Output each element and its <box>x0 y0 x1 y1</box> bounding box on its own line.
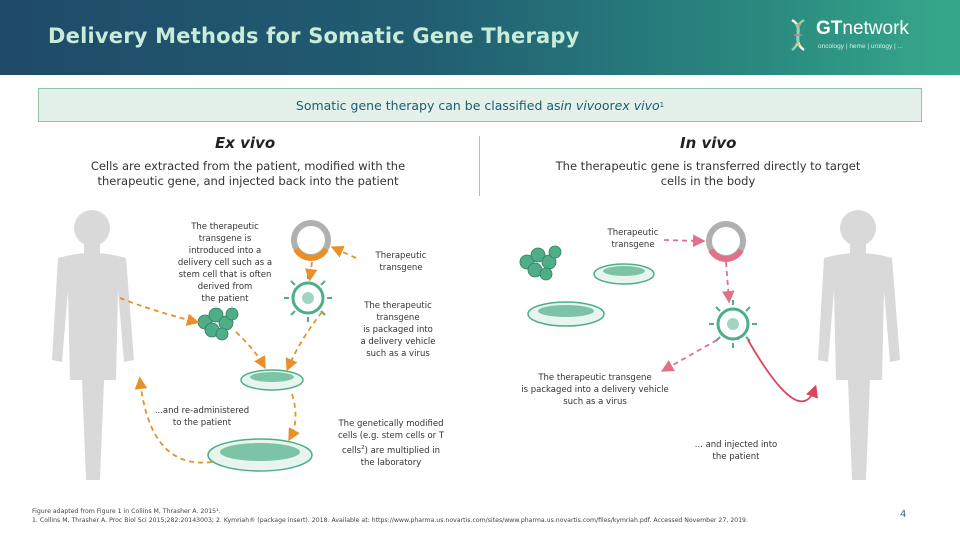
petri-dish-right-top <box>593 263 655 285</box>
label-therapeutic-transgene-right: Therapeutic transgene <box>607 228 659 250</box>
cell-cluster-right <box>519 245 562 281</box>
logo-brand-rest: network <box>842 18 909 39</box>
classification-banner: Somatic gene therapy can be classified a… <box>38 88 922 122</box>
virus-icon-right <box>709 300 757 348</box>
virus-icon-left <box>284 274 332 322</box>
page-number: 4 <box>900 509 907 520</box>
label-packaged-left: The therapeutic transgene is packaged in… <box>360 301 436 359</box>
plasmid-icon-left <box>291 220 331 261</box>
in-vivo-description: The therapeutic gene is transferred dire… <box>555 159 861 188</box>
logo-brand-bold: GT <box>816 18 843 39</box>
label-injected: ... and injected into the patient <box>694 440 778 462</box>
petri-dish-right-bottom <box>527 301 605 327</box>
banner-or: or <box>601 97 615 113</box>
logo-tagline: oncology | heme | urology | ... <box>818 43 903 50</box>
banner-in-vivo: in vivo <box>560 97 602 113</box>
footnote: Figure adapted from Figure 1 in Collins … <box>32 508 748 524</box>
petri-dish-left <box>240 369 304 391</box>
banner-ex-vivo: ex vivo <box>614 97 660 113</box>
ex-vivo-arrows <box>119 245 357 464</box>
dna-icon <box>791 18 805 51</box>
plasmid-icon-right <box>706 221 746 262</box>
patient-silhouette-left <box>52 210 134 480</box>
header-bar: Delivery Methods for Somatic Gene Therap… <box>0 0 960 75</box>
label-transgene-introduced: The therapeutic transgene is introduced … <box>177 222 273 304</box>
banner-text: Somatic gene therapy can be classified a… <box>295 97 561 113</box>
ex-vivo-description: Cells are extracted from the patient, mo… <box>90 159 406 188</box>
gtnetwork-logo: GTnetwork oncology | heme | urology | ..… <box>786 16 936 60</box>
column-divider <box>479 136 480 196</box>
label-cells-multiplied: The genetically modified cells (e.g. ste… <box>337 419 445 468</box>
culture-tray-left <box>207 438 313 472</box>
label-therapeutic-transgene-left: Therapeutic transgene <box>375 251 427 273</box>
cell-cluster-left <box>197 307 239 341</box>
label-readministered: ...and re-administered to the patient <box>154 406 250 428</box>
in-vivo-arrows <box>660 234 818 403</box>
label-packaged-right: The therapeutic transgene is packaged in… <box>521 373 669 407</box>
patient-silhouette-right <box>818 210 900 480</box>
in-vivo-heading: In vivo <box>680 134 737 152</box>
ex-vivo-heading: Ex vivo <box>215 134 276 152</box>
page-title: Delivery Methods for Somatic Gene Therap… <box>48 24 580 48</box>
banner-ref: 1 <box>659 101 665 109</box>
